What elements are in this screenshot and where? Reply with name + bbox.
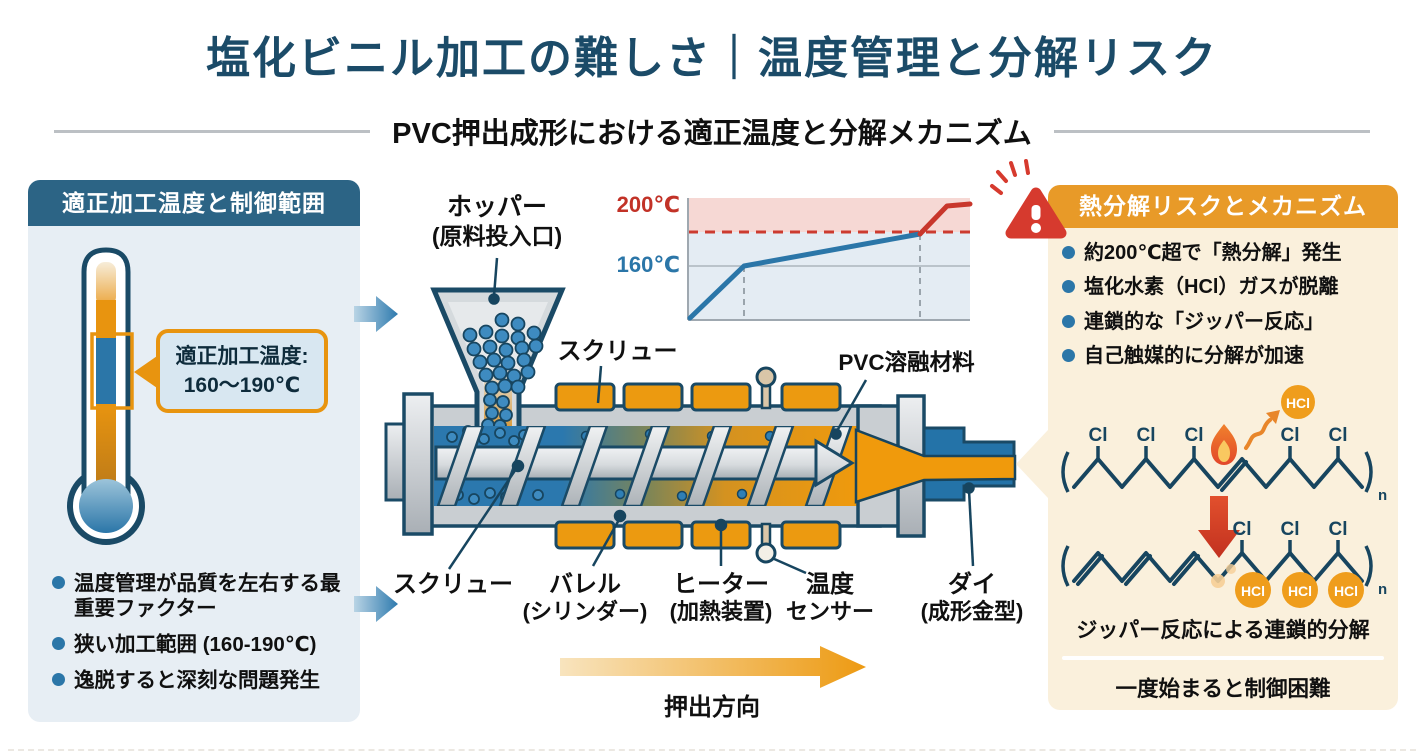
extrusion-direction-arrow — [560, 646, 866, 688]
heater-label: ヒーター (加熱装置) — [669, 571, 773, 625]
page-subtitle: PVC押出成形における適正温度と分解メカニズム — [392, 118, 1032, 150]
safe-zone-area — [688, 232, 970, 320]
bullet-dot-icon — [1062, 349, 1075, 363]
die-assembly — [854, 394, 1017, 538]
callout-line2: 160〜190℃ — [183, 374, 301, 398]
right-panel-tail — [1016, 430, 1048, 498]
left-flange — [402, 392, 434, 536]
heater-bands — [554, 382, 842, 550]
list-item: 塩化水素（HCl）ガスが脱離 — [1062, 275, 1392, 299]
bullet-text: 約200℃超で「熱分解」発生 — [1084, 242, 1342, 264]
leader-lines — [447, 257, 975, 575]
screw-tip — [814, 438, 855, 488]
pellets-in-barrel — [446, 425, 544, 505]
screw-shaft — [434, 445, 820, 481]
barrel-interior-melt — [434, 426, 862, 506]
bullet-dot-icon — [1062, 246, 1075, 259]
pvc-pellets — [462, 312, 544, 433]
list-item: 温度管理が品質を左右する最重要ファクター — [52, 571, 348, 621]
temperature-profile-chart — [687, 198, 973, 321]
temperature-line-normal — [687, 231, 923, 321]
barrel-label: バレル (シリンダー) — [522, 571, 648, 625]
sensor-top — [755, 366, 777, 388]
screw-label-top: スクリュー — [557, 338, 678, 365]
right-panel-header: 熱分解リスクとメカニズム — [1048, 185, 1398, 228]
ytick-160c: 160℃ — [616, 252, 680, 277]
danger-zone-area — [688, 198, 970, 232]
pvc-melt-label: PVC溶融材料 — [838, 350, 975, 375]
die-body — [922, 426, 1016, 502]
melt-channel — [854, 428, 1017, 504]
subtitle-row: PVC押出成形における適正温度と分解メカニズム — [0, 110, 1424, 152]
bullet-text: 塩化水素（HCl）ガスが脱離 — [1084, 276, 1339, 299]
die-label: ダイ (成形金型) — [920, 571, 1024, 625]
optimal-temperature-callout: 適正加工温度: 160〜190℃ — [156, 329, 328, 413]
extruder-illustration — [384, 257, 1017, 575]
bullet-dot-icon — [52, 576, 65, 589]
list-item: 自己触媒的に分解が加速 — [1062, 344, 1392, 368]
subtitle-rule-right — [1053, 129, 1370, 133]
temperature-line-overheat — [917, 201, 973, 237]
bullet-text: 連鎖的な「ジッパー反応」 — [1084, 310, 1324, 333]
subtitle-rule-left — [54, 129, 371, 133]
melt-bubbles — [580, 428, 776, 502]
bullet-text: 逸脱すると深刻な問題発生 — [74, 669, 320, 692]
ytick-200c: 200℃ — [616, 192, 680, 217]
callout-line1: 適正加工温度: — [175, 345, 309, 368]
list-item: 狭い加工範囲 (160-190℃) — [52, 632, 348, 657]
hopper — [430, 287, 566, 433]
bullet-dot-icon — [1062, 280, 1075, 294]
list-item: 約200℃超で「熱分解」発生 — [1062, 241, 1392, 265]
bullet-dot-icon — [1062, 314, 1075, 328]
bottom-dashed-rule — [8, 749, 1416, 751]
sensor-bottom — [755, 542, 777, 564]
extrusion-direction-label: 押出方向 — [664, 694, 760, 721]
left-bullet-list: 温度管理が品質を左右する最重要ファクター 狭い加工範囲 (160-190℃) 逸… — [52, 571, 348, 693]
list-item: 連鎖的な「ジッパー反応」 — [1062, 310, 1392, 334]
right-panel-footer: 一度始まると制御困難 — [1115, 677, 1331, 701]
right-bullet-list: 約200℃超で「熱分解」発生 塩化水素（HCl）ガスが脱離 連鎖的な「ジッパー反… — [1062, 241, 1392, 369]
left-panel-header: 適正加工温度と制御範囲 — [28, 180, 360, 226]
flow-arrow-icon-top — [354, 296, 398, 332]
list-item: 逸脱すると深刻な問題発生 — [52, 668, 348, 693]
zipper-reaction-caption: ジッパー反応による連鎖的分解 — [1076, 619, 1370, 642]
bullet-text: 狭い加工範囲 (160-190℃) — [74, 633, 317, 656]
bullet-dot-icon — [52, 637, 65, 650]
screw-label-bottom: スクリュー — [393, 571, 513, 598]
page-title: 塩化ビニル加工の難しさ｜温度管理と分解リスク — [206, 34, 1218, 83]
barrel — [426, 404, 882, 528]
sensor-label: 温度 センサー — [785, 571, 874, 625]
bullet-text: 自己触媒的に分解が加速 — [1084, 345, 1304, 368]
hopper-label: ホッパー (原料投入口) — [431, 193, 563, 249]
screw-flights — [436, 426, 853, 506]
bullet-text: 温度管理が品質を左右する最重要ファクター — [74, 572, 341, 620]
right-panel-divider — [1062, 656, 1384, 660]
bullet-dot-icon — [52, 673, 65, 686]
temperature-sensors — [755, 366, 777, 564]
screw-shaft-stub — [384, 422, 412, 502]
